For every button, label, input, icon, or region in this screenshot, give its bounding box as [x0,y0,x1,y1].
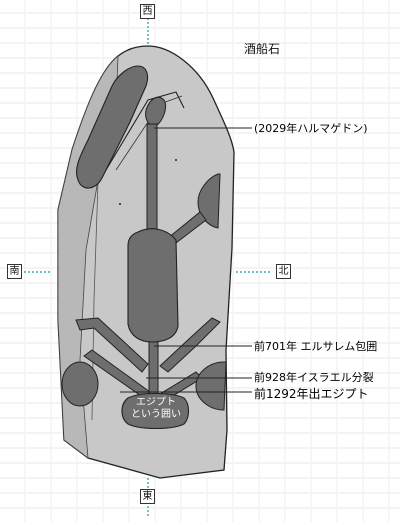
top-basin [145,96,167,127]
direction-west: 西 [140,4,155,19]
top-ridge [99,91,185,181]
annotation-2029: (2029年ハルマゲドン) [254,122,368,135]
mark-dot-2 [119,203,121,205]
egypt-basin [121,392,190,430]
annotation-701: 前701年 エルサレム包囲 [254,340,378,353]
central-basin [127,228,179,343]
egypt-basin-label-line1: エジプト [136,397,176,408]
direction-south: 南 [7,264,22,279]
central-channel-lower [148,337,159,401]
leader-lines [120,127,252,393]
mark-dot-1 [175,159,177,161]
right-lower-basin [195,361,227,411]
egypt-basin-label-line2: という囲い [131,409,181,420]
left-lower-basin [61,361,99,407]
stone-title: 酒船石 [244,42,281,56]
right-upper-basin [197,173,221,229]
compass-lines [20,18,270,516]
left-branch-channel-1 [75,317,149,373]
direction-north: 北 [276,264,291,279]
egypt-basin-label: エジプト という囲い [124,397,188,421]
central-channel-upper [146,123,158,231]
annotation-928: 前928年イスラエル分裂 [254,371,374,384]
diagonal-groove [75,65,149,189]
right-branch-channel [159,317,221,373]
direction-east: 東 [140,489,155,504]
annotation-1292: 前1292年出エジプト [254,387,369,401]
